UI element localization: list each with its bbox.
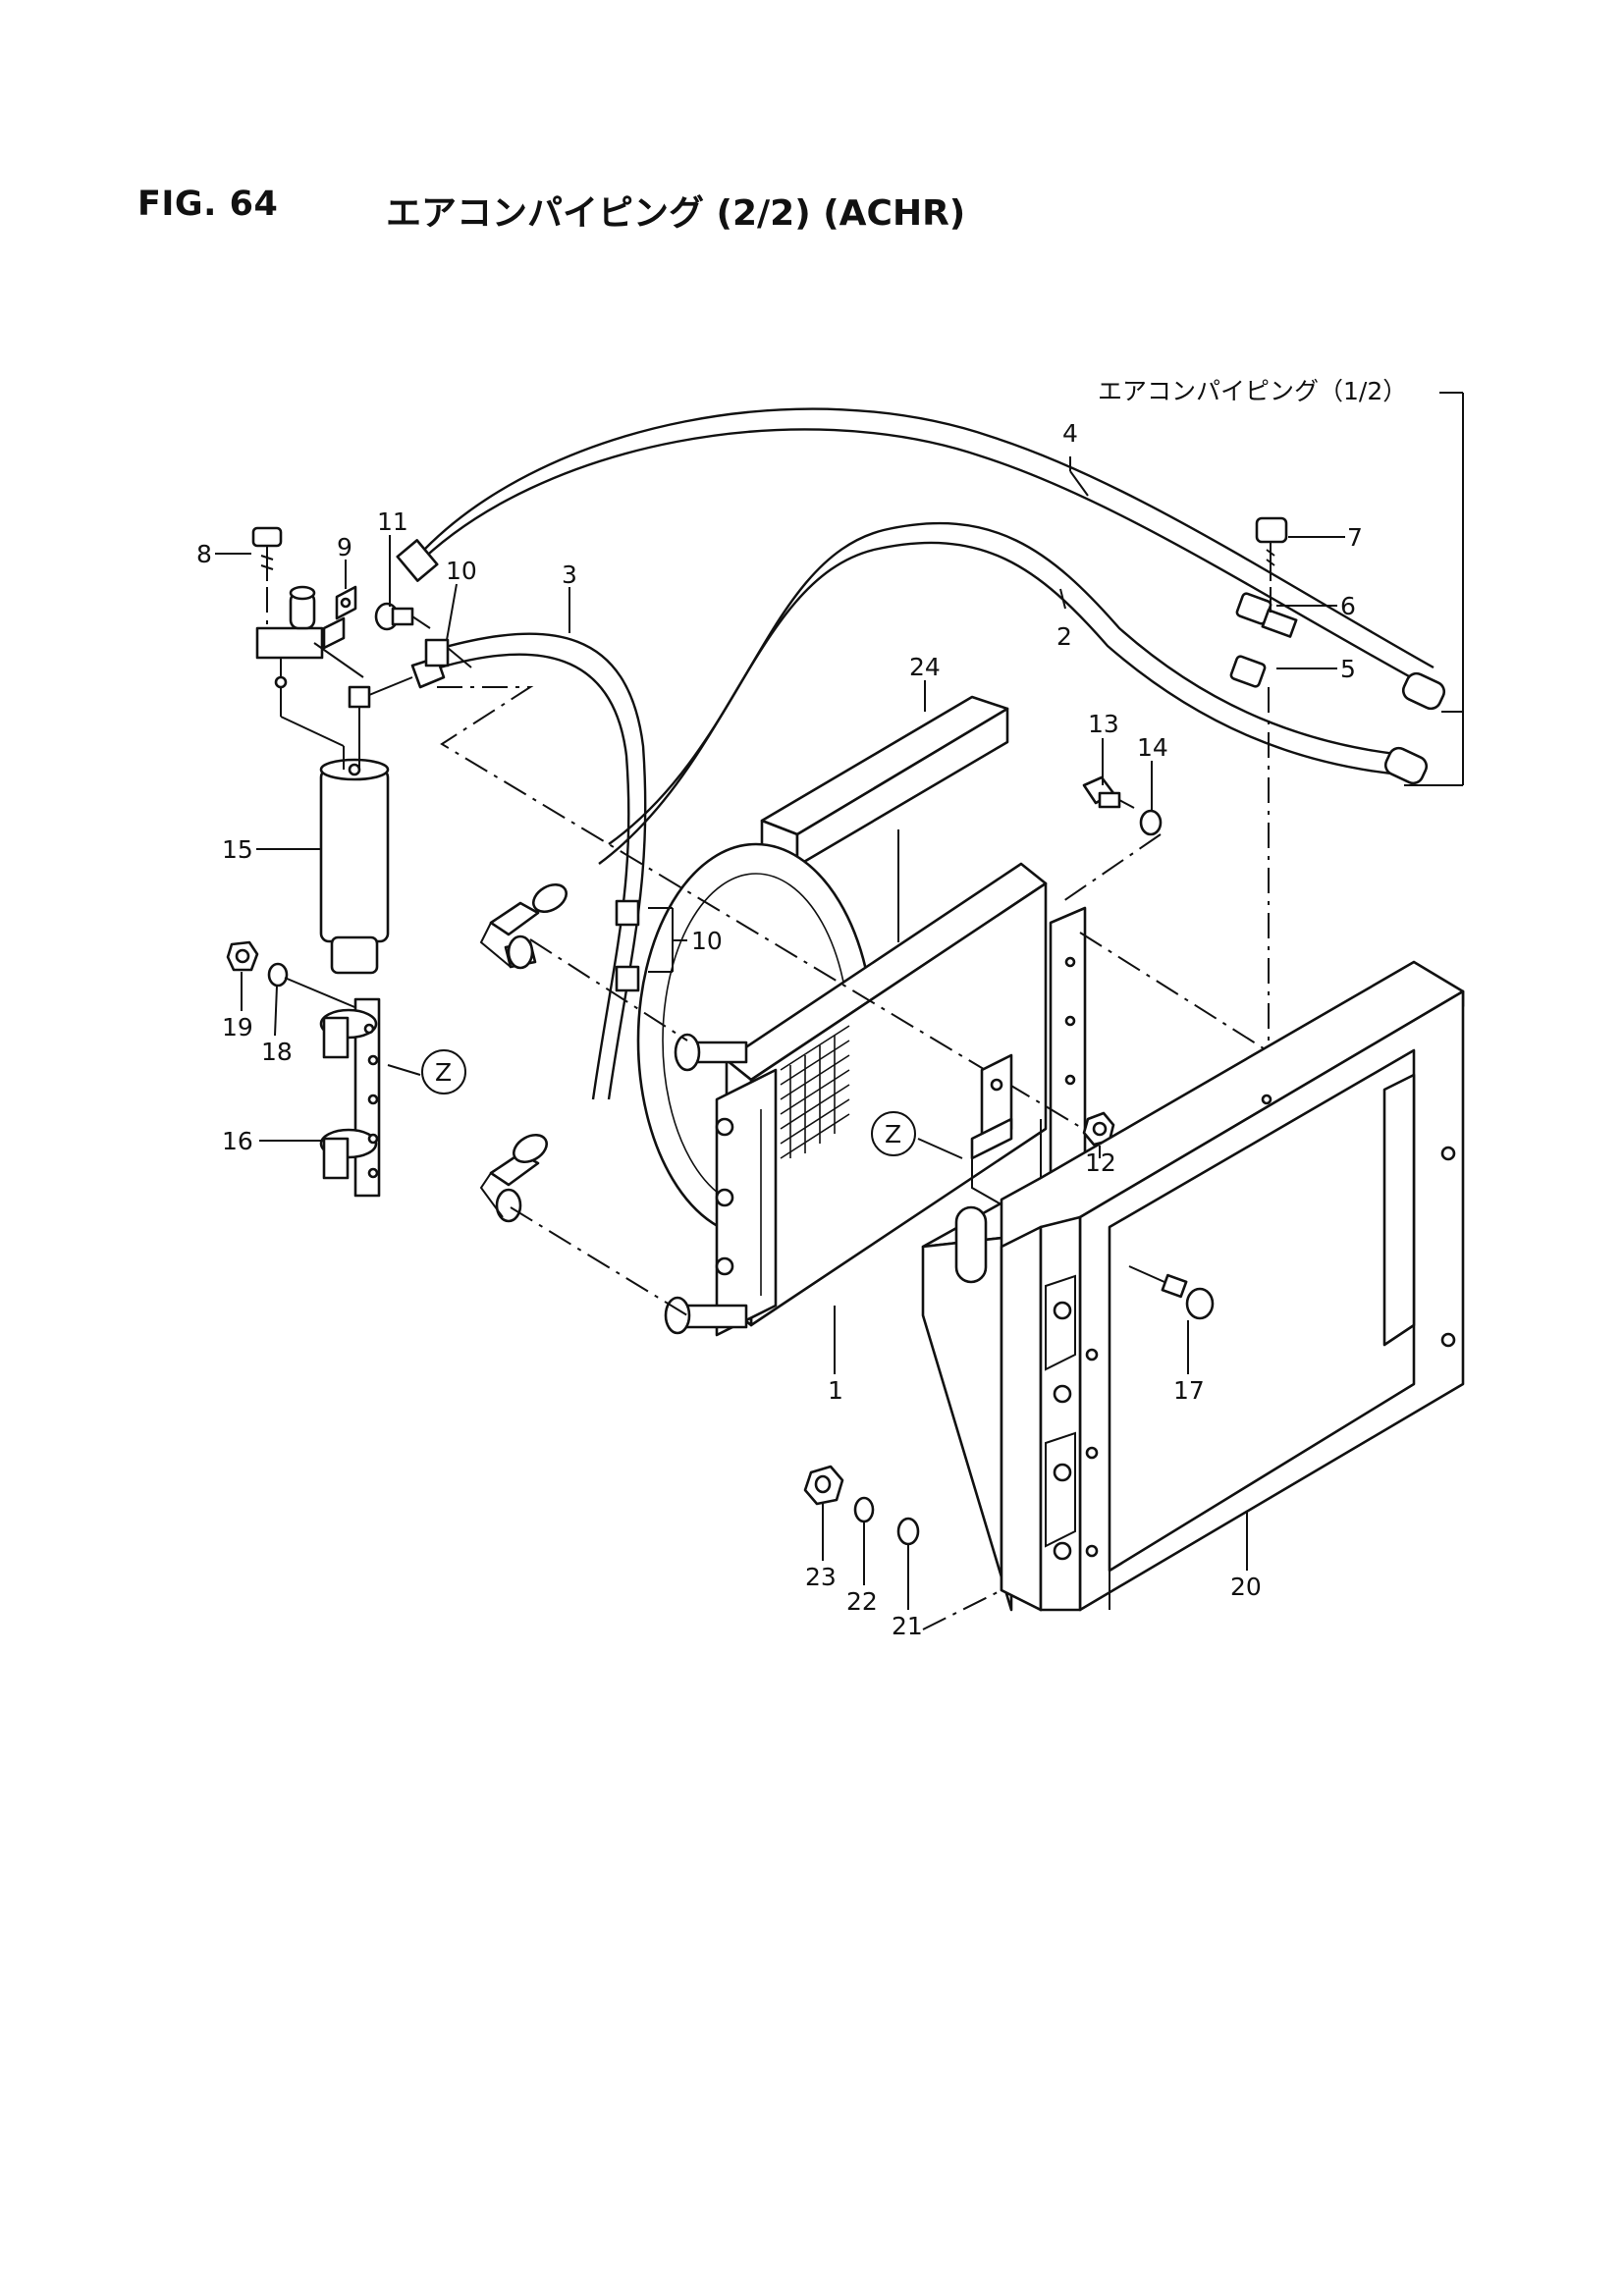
condenser-1 (636, 842, 1048, 1364)
callout-22: 22 (846, 1587, 878, 1616)
callout-18: 18 (261, 1038, 293, 1066)
callout-15: 15 (222, 835, 253, 864)
clamp-10-pair (615, 899, 687, 992)
hose-fittings (479, 882, 568, 1223)
callout-14: 14 (1137, 733, 1168, 762)
hose-4 (396, 407, 1435, 689)
callout-3: 3 (562, 561, 577, 589)
bolt-7 (1255, 516, 1288, 1109)
figure-number: FIG. 64 (137, 185, 279, 224)
frame-20 (921, 960, 1465, 1612)
svg-text:Z: Z (885, 1120, 901, 1148)
bracket-9 (335, 585, 357, 620)
callout-8: 8 (196, 540, 212, 568)
hose-3 (439, 632, 647, 1100)
valve-block (255, 585, 446, 770)
washer-22 (853, 1496, 875, 1523)
clamp-10 (424, 638, 472, 668)
hose-clamp-6 (1235, 592, 1446, 711)
callout-4: 4 (1062, 419, 1078, 448)
callout-16: 16 (222, 1127, 253, 1155)
bolt-13 (1082, 775, 1135, 809)
assembly-lines (437, 686, 1268, 1630)
leader-lines (215, 456, 1345, 1610)
callout-24: 24 (909, 653, 941, 681)
washer-21 (896, 1517, 920, 1546)
clamp-bracket-16 (319, 997, 381, 1198)
nut-23 (803, 1465, 844, 1506)
hose-2 (598, 521, 1415, 865)
washer-18 (267, 962, 360, 1010)
callout-19: 19 (222, 1013, 253, 1041)
callout-10-top: 10 (446, 557, 477, 585)
callout-23: 23 (805, 1563, 837, 1591)
hose-clamp-5 (1229, 609, 1429, 785)
callout-10-pair: 10 (691, 927, 723, 955)
detail-marker-z-right: Z (871, 1111, 916, 1156)
reference-label: エアコンパイピング（1/2） (1098, 377, 1407, 405)
receiver-drier-15 (256, 758, 390, 975)
callout-20: 20 (1230, 1573, 1262, 1601)
detail-marker-z-left: Z (421, 1049, 466, 1095)
figure-title: エアコンパイピング (2/2) (ACHR) (386, 193, 966, 234)
callout-7: 7 (1347, 523, 1363, 552)
reference-bracket (1404, 392, 1464, 786)
callout-13: 13 (1088, 710, 1119, 738)
callout-1: 1 (828, 1376, 843, 1405)
bolt-8 (251, 526, 283, 628)
washer-14 (1139, 809, 1163, 836)
callout-5: 5 (1340, 655, 1356, 683)
svg-text:Z: Z (435, 1058, 452, 1087)
callout-2: 2 (1056, 622, 1072, 651)
condenser-fin-mesh (780, 1025, 850, 1159)
condenser-side-plate (1049, 906, 1087, 1175)
nut-19 (226, 940, 259, 972)
nut-11 (374, 602, 431, 631)
figure-header: FIG. 64 エアコンパイピング (2/2) (ACHR) (137, 185, 1414, 243)
callout-11: 11 (377, 507, 408, 536)
bolt-17 (1128, 1265, 1215, 1320)
nut-12 (1082, 1111, 1115, 1147)
callout-21: 21 (892, 1612, 923, 1640)
callout-12: 12 (1085, 1148, 1116, 1177)
callout-6: 6 (1340, 592, 1356, 620)
callout-9: 9 (337, 533, 352, 561)
callout-17: 17 (1173, 1376, 1205, 1405)
